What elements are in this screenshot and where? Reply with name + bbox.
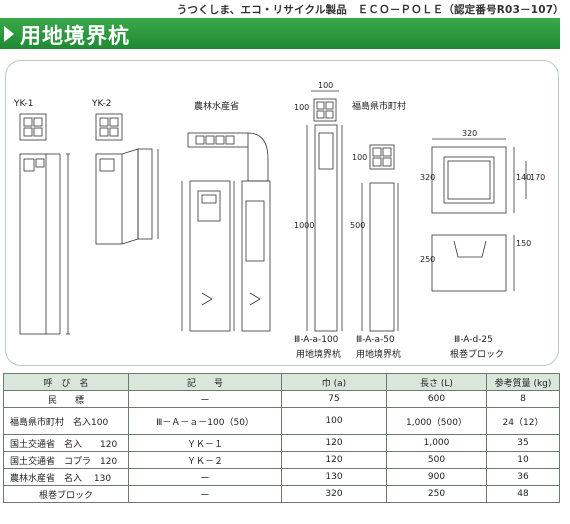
dim-320: 320 bbox=[462, 129, 478, 138]
label-yk2: YK-2 bbox=[92, 99, 112, 109]
cell: ー bbox=[128, 468, 282, 486]
label-fukushima: 福島県市町村 bbox=[352, 102, 407, 112]
caption-a100-name: 用地境界杭 bbox=[296, 350, 342, 360]
cell: 320 bbox=[281, 485, 387, 503]
dim-150: 150 bbox=[516, 239, 532, 248]
cell: 1,000 bbox=[386, 434, 487, 452]
cell: 国土交通省 コプラ 120 bbox=[3, 451, 129, 469]
cell: 120 bbox=[281, 434, 387, 452]
col-code: 記 号 bbox=[128, 373, 282, 391]
d25-drawing bbox=[431, 138, 527, 292]
col-width: 巾 (a) bbox=[281, 373, 387, 391]
caption-a50-code: Ⅲ-A-a-50 bbox=[356, 335, 395, 345]
cell: 10 bbox=[486, 451, 560, 469]
cell: Ⅲ－Ａ－ａ－100（50） bbox=[128, 407, 282, 435]
yk2-drawing bbox=[95, 113, 159, 245]
caption-a50-name: 用地境界杭 bbox=[356, 350, 402, 360]
cell: 600 bbox=[386, 390, 487, 408]
caption-d25-name: 根巻ブロック bbox=[450, 350, 505, 360]
page-title: 用地境界杭 bbox=[20, 24, 130, 48]
cell: 130 bbox=[281, 468, 387, 486]
dim-100-a50: 100 bbox=[352, 153, 368, 162]
table-row: 民 標 ー 75 600 8 bbox=[3, 390, 560, 408]
table-row: 福島県市町村 名入100 Ⅲ－Ａ－ａ－100（50） 100 1,000（500… bbox=[3, 407, 560, 435]
a50-drawing bbox=[361, 144, 399, 332]
cell: 根巻ブロック bbox=[3, 485, 129, 503]
cell: 75 bbox=[281, 390, 387, 408]
cell: ー bbox=[128, 390, 282, 408]
cell: 8 bbox=[486, 390, 560, 408]
cell: 36 bbox=[486, 468, 560, 486]
cell: ＹＫ－２ bbox=[128, 451, 282, 469]
caption-d25-code: Ⅲ-A-d-25 bbox=[454, 335, 493, 345]
table-row: 農林水産省 名入 130 ー 130 900 36 bbox=[3, 468, 560, 486]
cell: 農林水産省 名入 130 bbox=[3, 468, 129, 486]
cell: ー bbox=[128, 485, 282, 503]
cell: 福島県市町村 名入100 bbox=[3, 407, 129, 435]
dim-100-top: 100 bbox=[318, 81, 334, 90]
dim-320v: 320 bbox=[420, 173, 436, 182]
arrow-icon bbox=[4, 26, 14, 42]
norin-drawing bbox=[181, 132, 271, 332]
cell: 100 bbox=[281, 407, 387, 435]
cell: 500 bbox=[386, 451, 487, 469]
cell: 120 bbox=[281, 451, 387, 469]
cell: 24（12） bbox=[486, 407, 560, 435]
table-row: 国土交通省 名入 120 ＹＫ－１ 120 1,000 35 bbox=[3, 434, 560, 452]
col-name: 呼 び 名 bbox=[3, 373, 129, 391]
caption-a100-code: Ⅲ-A-a-100 bbox=[294, 335, 339, 345]
title-banner: 用地境界杭 bbox=[0, 18, 560, 49]
drawing-panel: YK-1 YK-2 農林水産省 福島県市町村 100 100 100 1000 … bbox=[5, 60, 559, 366]
col-length: 長さ (L) bbox=[386, 373, 487, 391]
dim-500: 500 bbox=[350, 221, 366, 230]
a100-drawing bbox=[306, 90, 343, 332]
label-norin: 農林水産省 bbox=[194, 102, 240, 112]
dim-140: 140 bbox=[516, 173, 532, 182]
cell: 48 bbox=[486, 485, 560, 503]
cell: ＹＫ－１ bbox=[128, 434, 282, 452]
dim-100-side: 100 bbox=[294, 103, 310, 112]
spec-table: 呼 び 名 記 号 巾 (a) 長さ (L) 参考質量 (kg) 民 標 ー 7… bbox=[3, 373, 560, 503]
cell: 35 bbox=[486, 434, 560, 452]
dim-250: 250 bbox=[420, 255, 436, 264]
technical-drawings bbox=[19, 90, 527, 335]
col-mass: 参考質量 (kg) bbox=[486, 373, 560, 391]
cell: 250 bbox=[386, 485, 487, 503]
dim-170: 170 bbox=[530, 173, 546, 182]
label-yk1: YK-1 bbox=[14, 99, 34, 109]
table-row: 根巻ブロック ー 320 250 48 bbox=[3, 485, 560, 503]
dim-1000: 1000 bbox=[294, 221, 315, 230]
table-row: 国土交通省 コプラ 120 ＹＫ－２ 120 500 10 bbox=[3, 451, 560, 469]
table-header-row: 呼 び 名 記 号 巾 (a) 長さ (L) 参考質量 (kg) bbox=[3, 373, 560, 391]
yk1-drawing bbox=[19, 113, 70, 335]
header-tagline: うつくしま、エコ・リサイクル製品 ＥＣＯ－ＰＯＬＥ（認定番号R03－107） bbox=[176, 4, 564, 16]
cell: 900 bbox=[386, 468, 487, 486]
cell: 1,000（500） bbox=[386, 407, 487, 435]
cell: 民 標 bbox=[3, 390, 129, 408]
cell: 国土交通省 名入 120 bbox=[3, 434, 129, 452]
